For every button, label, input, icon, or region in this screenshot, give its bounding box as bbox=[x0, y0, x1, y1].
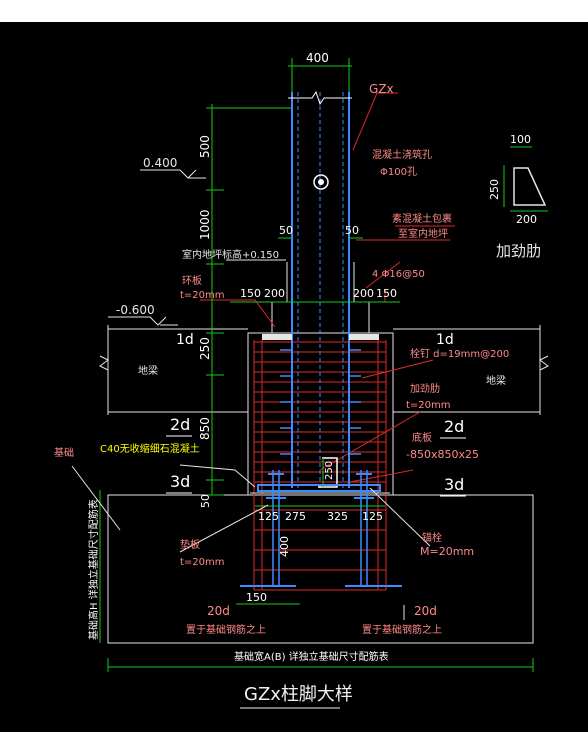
label-rebar-spec: 4 Φ16@50 bbox=[372, 269, 425, 280]
label-gzx: GZx bbox=[369, 82, 394, 96]
rib-detail-shape bbox=[513, 167, 547, 206]
dim-right-50: 50 bbox=[345, 224, 359, 237]
label-rebar-above-left: 置于基础钢筋之上 bbox=[186, 623, 266, 636]
dim-base-275: 275 bbox=[285, 510, 306, 523]
elev-m0600: -0.600 bbox=[116, 303, 155, 317]
concrete-hole-circle bbox=[313, 174, 329, 190]
dev-3d-right: 3d bbox=[444, 475, 464, 494]
steel-column bbox=[288, 90, 352, 488]
label-anchor-m: M=20mm bbox=[420, 545, 474, 558]
label-foundation: 基础 bbox=[54, 446, 74, 459]
label-concrete-hole: 混凝土浇筑孔 bbox=[372, 148, 432, 161]
base-plate bbox=[257, 484, 381, 492]
dim-base-125b: 125 bbox=[362, 510, 383, 523]
dev-2d-left: 2d bbox=[170, 415, 190, 434]
rib-dim-100: 100 bbox=[510, 133, 531, 146]
dev-20d-right: 20d bbox=[414, 604, 437, 618]
dim-50-bottom: 50 bbox=[199, 494, 212, 508]
dim-top-width: 400 bbox=[306, 51, 329, 65]
label-stiffener: 加劲肋 bbox=[410, 382, 440, 395]
label-hole-size: Φ100孔 bbox=[380, 166, 417, 178]
main-title: GZx柱脚大样 bbox=[244, 684, 353, 705]
dim-1000: 1000 bbox=[198, 209, 212, 240]
dimension-lines bbox=[99, 58, 534, 672]
ring-plate-right bbox=[349, 334, 379, 340]
dim-850: 850 bbox=[198, 417, 212, 440]
foundation-outline bbox=[107, 494, 534, 644]
dev-1d-left: 1d bbox=[176, 332, 194, 348]
dim-400-anchor: 400 bbox=[278, 536, 291, 557]
dim-left-150: 150 bbox=[240, 287, 261, 300]
dev-1d-right: 1d bbox=[436, 332, 454, 348]
elevation-marks bbox=[108, 169, 286, 326]
label-anchor: 锚栓 bbox=[422, 531, 442, 544]
rib-dim-200: 200 bbox=[516, 213, 537, 226]
dim-500: 500 bbox=[198, 135, 212, 158]
label-stud: 栓钉 d=19mm@200 bbox=[410, 347, 509, 360]
dim-right-150: 150 bbox=[376, 287, 397, 300]
cad-canvas: 400 GZx 500 1000 250 850 50 0.400 混凝土浇筑孔… bbox=[0, 22, 588, 732]
break-mark-left bbox=[99, 355, 109, 371]
dim-right-200: 200 bbox=[353, 287, 374, 300]
anchor-bolts bbox=[240, 470, 402, 587]
column-base-detail-drawing: 400 GZx 500 1000 250 850 50 0.400 混凝土浇筑孔… bbox=[54, 51, 549, 709]
dim-base-325: 325 bbox=[327, 510, 348, 523]
concrete-hole-center bbox=[318, 179, 324, 185]
studs bbox=[280, 349, 361, 455]
label-c40: C40无收缩细石混凝土 bbox=[100, 442, 200, 455]
dev-20d-left: 20d bbox=[207, 604, 230, 618]
dim-stiffener-250: 250 bbox=[324, 461, 335, 480]
dev-2d-right: 2d bbox=[444, 417, 464, 436]
label-wrap-line2: 至室内地坪 bbox=[398, 227, 448, 240]
label-rebar-above-right: 置于基础钢筋之上 bbox=[362, 623, 442, 636]
label-ground-beam-right: 地梁 bbox=[486, 374, 506, 387]
dev-3d-left: 3d bbox=[170, 472, 190, 491]
ring-plate-left bbox=[262, 334, 292, 340]
dim-150-bottom: 150 bbox=[246, 591, 267, 604]
label-ground-beam-left: 地梁 bbox=[138, 364, 158, 377]
label-ring-t: t=20mm bbox=[180, 290, 225, 301]
label-floor-elev: 室内地坪标高+0.150 bbox=[182, 248, 279, 261]
dim-left-50: 50 bbox=[279, 224, 293, 237]
label-foundation-height: 基础高H 详独立基础尺寸配筋表 bbox=[87, 499, 100, 640]
elev-0400: 0.400 bbox=[143, 156, 177, 170]
rib-dims bbox=[503, 146, 548, 212]
stiffener-plate bbox=[318, 457, 338, 488]
label-base-size: -850x850x25 bbox=[406, 448, 479, 461]
label-pad-t: t=20mm bbox=[180, 557, 225, 568]
dim-left-200: 200 bbox=[264, 287, 285, 300]
annotation-leaders bbox=[200, 92, 455, 483]
break-mark-right bbox=[539, 355, 549, 371]
label-stiffener-t: t=20mm bbox=[406, 400, 451, 411]
dim-250: 250 bbox=[198, 337, 212, 360]
label-wrap-line1: 素混凝土包裹 bbox=[392, 212, 452, 225]
label-pad: 垫板 bbox=[180, 538, 200, 551]
rib-title: 加劲肋 bbox=[496, 242, 541, 260]
rib-dim-250: 250 bbox=[488, 179, 501, 200]
white-leaders bbox=[71, 464, 431, 620]
dim-base-125a: 125 bbox=[258, 510, 279, 523]
label-ring-plate: 环板 bbox=[182, 274, 202, 287]
label-foundation-width: 基础宽A(B) 详独立基础尺寸配筋表 bbox=[234, 650, 389, 663]
label-base-plate: 底板 bbox=[412, 431, 432, 444]
